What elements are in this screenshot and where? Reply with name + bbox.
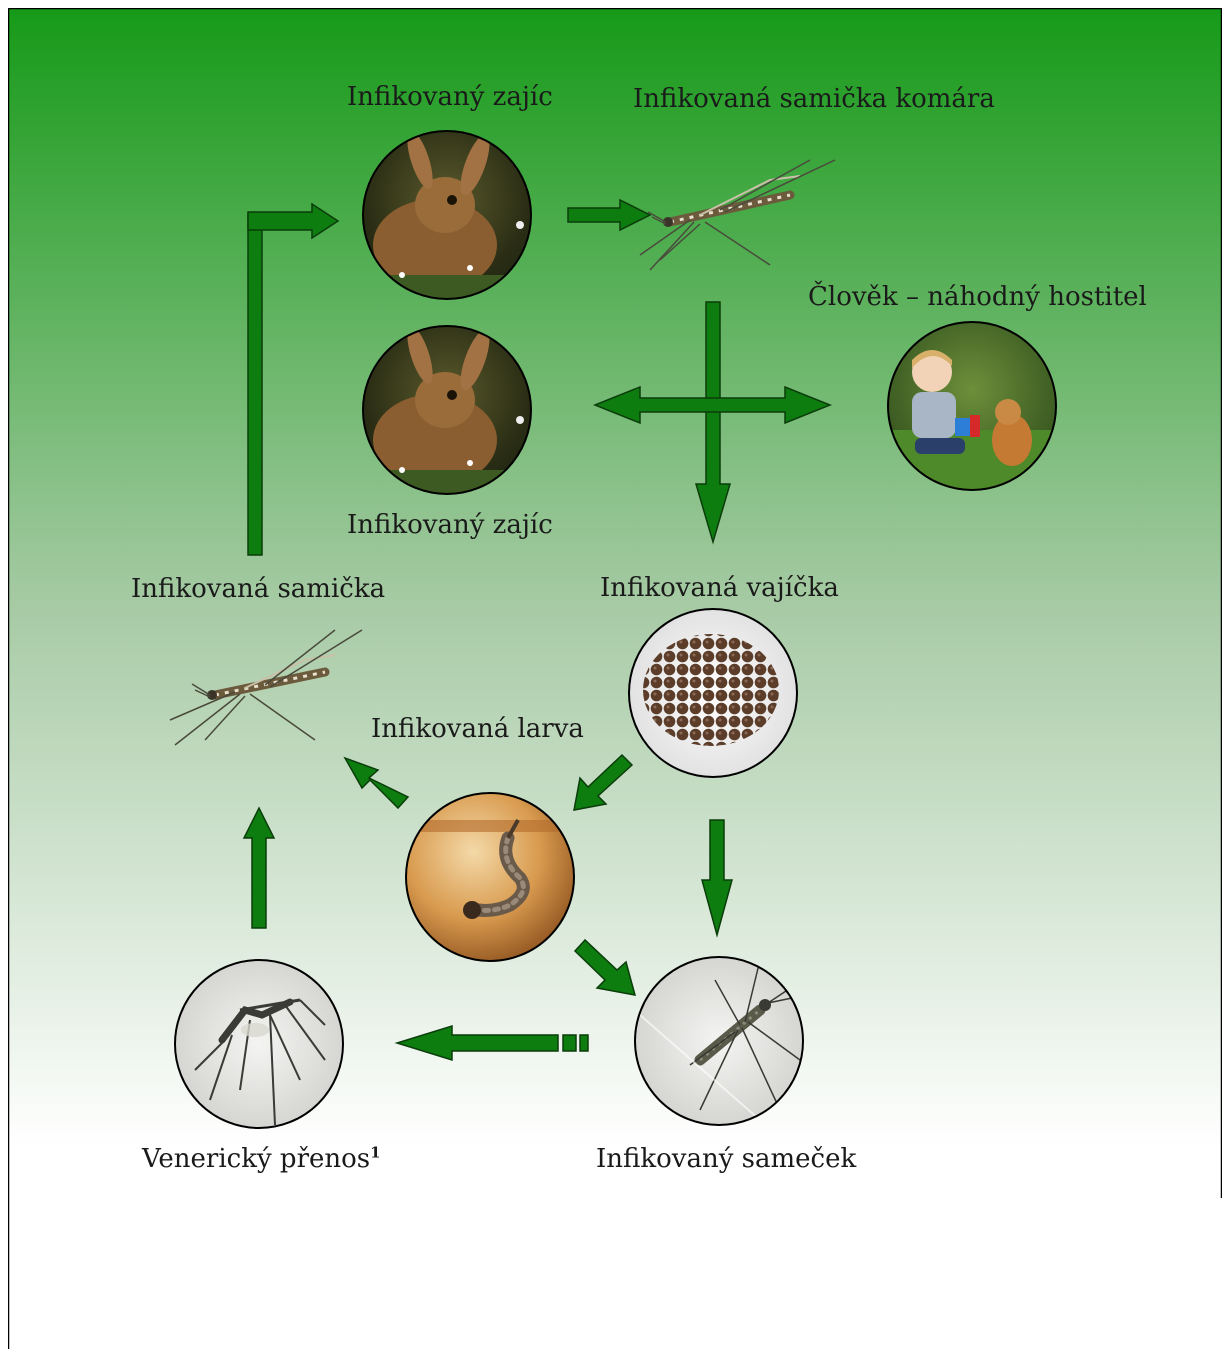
label-larva: Infikovaná larva — [371, 716, 584, 742]
label-hare-top: Infikovaný zajíc — [347, 84, 553, 110]
arrow-dash-2 — [580, 1035, 588, 1051]
hare-photo-middle — [363, 324, 533, 500]
label-human: Člověk – náhodný hostitel — [808, 284, 1147, 310]
label-eggs: Infikovaná vajíčka — [600, 575, 839, 601]
arrow-venereal-to-female — [244, 808, 274, 928]
arrow-mosquito-to-eggs — [696, 302, 730, 542]
child-photo — [888, 322, 1058, 500]
label-male: Infikovaný sameček — [596, 1146, 856, 1172]
arrow-dash-1 — [563, 1035, 576, 1051]
arrow-eggs-to-male — [702, 820, 732, 935]
arrow-larva-to-male — [575, 940, 635, 995]
venereal-photo — [175, 960, 343, 1128]
label-venereal-text: Venerický přenos — [142, 1144, 370, 1174]
eggs-photo — [629, 609, 797, 777]
label-venereal: Venerický přenos1 — [142, 1146, 381, 1172]
arrow-larva-to-female — [345, 758, 408, 808]
infected-female-mosquito-top — [640, 160, 835, 270]
male-mosquito-photo — [635, 957, 803, 1125]
hare-photo-top — [363, 129, 533, 305]
label-mosquito-top: Infikovaná samička komára — [633, 86, 995, 112]
larva-photo — [406, 793, 574, 961]
arrow-male-to-venereal — [397, 1026, 558, 1060]
label-venereal-footnote: 1 — [370, 1143, 380, 1161]
arrow-eggs-to-larva — [574, 755, 632, 810]
arrow-female-to-hare-shaft — [248, 214, 262, 555]
label-hare-middle: Infikovaný zajíc — [347, 512, 553, 538]
infected-female-mosquito-left — [170, 630, 362, 745]
arrow-hare-to-mosquito — [568, 200, 650, 230]
label-infected-female: Infikovaná samička — [131, 576, 385, 602]
